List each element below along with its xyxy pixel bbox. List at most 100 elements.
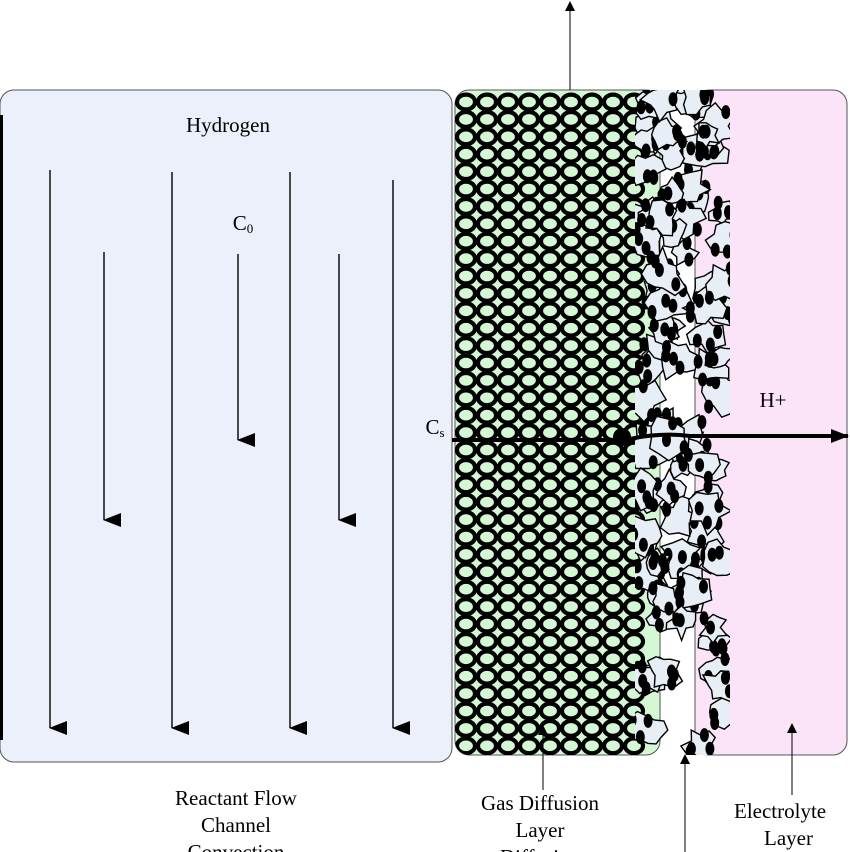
gdl-particle — [475, 666, 499, 686]
gdl-caption-line-3: Diffusion — [440, 844, 640, 852]
carbon-particle — [720, 670, 730, 685]
gdl-particle — [538, 440, 562, 460]
gdl-particle — [475, 510, 499, 530]
gdl-particle — [455, 614, 478, 634]
gdl-particle — [496, 179, 520, 199]
carbon-particle — [684, 252, 694, 267]
carbon-particle — [669, 351, 678, 366]
gdl-particle — [517, 92, 541, 112]
gdl-particle — [475, 597, 499, 617]
carbon-particle — [654, 618, 664, 632]
h-plus-label: H+ — [759, 388, 787, 412]
carbon-particle — [698, 372, 708, 387]
gdl-particle — [580, 475, 604, 495]
gdl-particle — [559, 283, 583, 303]
gdl-particle — [538, 231, 562, 251]
carbon-particle — [663, 186, 673, 201]
gdl-particle — [455, 631, 478, 651]
gdl-particle — [475, 736, 499, 755]
gdl-particle — [496, 162, 520, 182]
gdl-particle — [601, 649, 625, 669]
gdl-particle — [455, 510, 478, 530]
carbon-particle — [635, 520, 636, 524]
gdl-particle — [517, 492, 541, 512]
gdl-particle — [538, 597, 562, 617]
gdl-particle — [580, 301, 604, 321]
carbon-particle — [665, 202, 675, 217]
gdl-particle — [601, 684, 625, 704]
gdl-particle — [455, 283, 478, 303]
gdl-particle — [601, 109, 625, 129]
carbon-particle — [725, 261, 730, 276]
gdl-particle — [601, 631, 625, 651]
gdl-particle — [601, 666, 625, 686]
carbon-particle — [661, 293, 671, 308]
cs-symbol: C — [425, 415, 440, 439]
gdl-particle — [580, 701, 604, 721]
gdl-particle — [517, 127, 541, 147]
carbon-particle — [714, 545, 724, 560]
reaction-site-marker — [613, 428, 631, 446]
carbon-particle — [722, 244, 730, 259]
gdl-particle — [559, 631, 583, 651]
carbon-particle — [643, 369, 653, 384]
gdl-particle — [601, 388, 625, 408]
gdl-particle — [538, 301, 562, 321]
carbon-particle — [671, 277, 681, 292]
gdl-particle — [559, 440, 583, 460]
gdl-particle — [496, 388, 520, 408]
gdl-particle — [580, 388, 604, 408]
gdl-particle — [475, 684, 499, 704]
gdl-particle — [580, 718, 604, 738]
gdl-particle — [601, 492, 625, 512]
gdl-particle — [559, 109, 583, 129]
gdl-particle — [601, 336, 625, 356]
gdl-particle — [496, 283, 520, 303]
gdl-caption-line-2: Layer — [515, 818, 565, 842]
gdl-particle — [580, 109, 604, 129]
carbon-particle — [642, 90, 651, 94]
gdl-particle — [496, 562, 520, 582]
carbon-particle — [677, 550, 687, 565]
c0-symbol: C — [232, 211, 247, 235]
gdl-particle — [601, 475, 625, 495]
gdl-particle — [580, 283, 604, 303]
gdl-particle — [601, 579, 625, 599]
cs-label: Cs — [418, 414, 452, 446]
gdl-particle — [475, 336, 499, 356]
channel-caption-line-1: Reactant Flow — [175, 786, 297, 810]
gdl-particle — [475, 249, 499, 269]
gdl-particle — [580, 736, 604, 755]
gdl-particle — [538, 388, 562, 408]
gdl-particle — [622, 736, 646, 755]
reactant-flow-channel — [0, 89, 453, 763]
gdl-particle — [475, 475, 499, 495]
carbon-particle — [727, 274, 730, 287]
gdl-particle — [538, 162, 562, 182]
gdl-particle — [622, 649, 646, 669]
carbon-particle — [635, 527, 639, 541]
gdl-particle — [601, 562, 625, 582]
gdl-particle — [455, 162, 478, 182]
gdl-particle — [538, 370, 562, 390]
carbon-particle — [662, 502, 672, 517]
gdl-particle — [601, 597, 625, 617]
gdl-particle — [517, 649, 541, 669]
gdl-particle — [580, 492, 604, 512]
gdl-particle — [496, 684, 520, 704]
gdl-particle — [455, 214, 478, 234]
gdl-particle — [538, 527, 562, 547]
gdl-particle — [455, 649, 478, 669]
gdl-particle — [559, 249, 583, 269]
gdl-particle — [601, 701, 625, 721]
carbon-particle — [664, 601, 674, 616]
carbon-particle — [694, 293, 704, 308]
carbon-particle — [702, 515, 712, 530]
gdl-particle — [538, 649, 562, 669]
gdl-particle — [496, 544, 520, 564]
gdl-particle — [538, 318, 562, 338]
gdl-particle — [538, 631, 562, 651]
carbon-particle — [711, 375, 721, 390]
gdl-particle — [538, 579, 562, 599]
